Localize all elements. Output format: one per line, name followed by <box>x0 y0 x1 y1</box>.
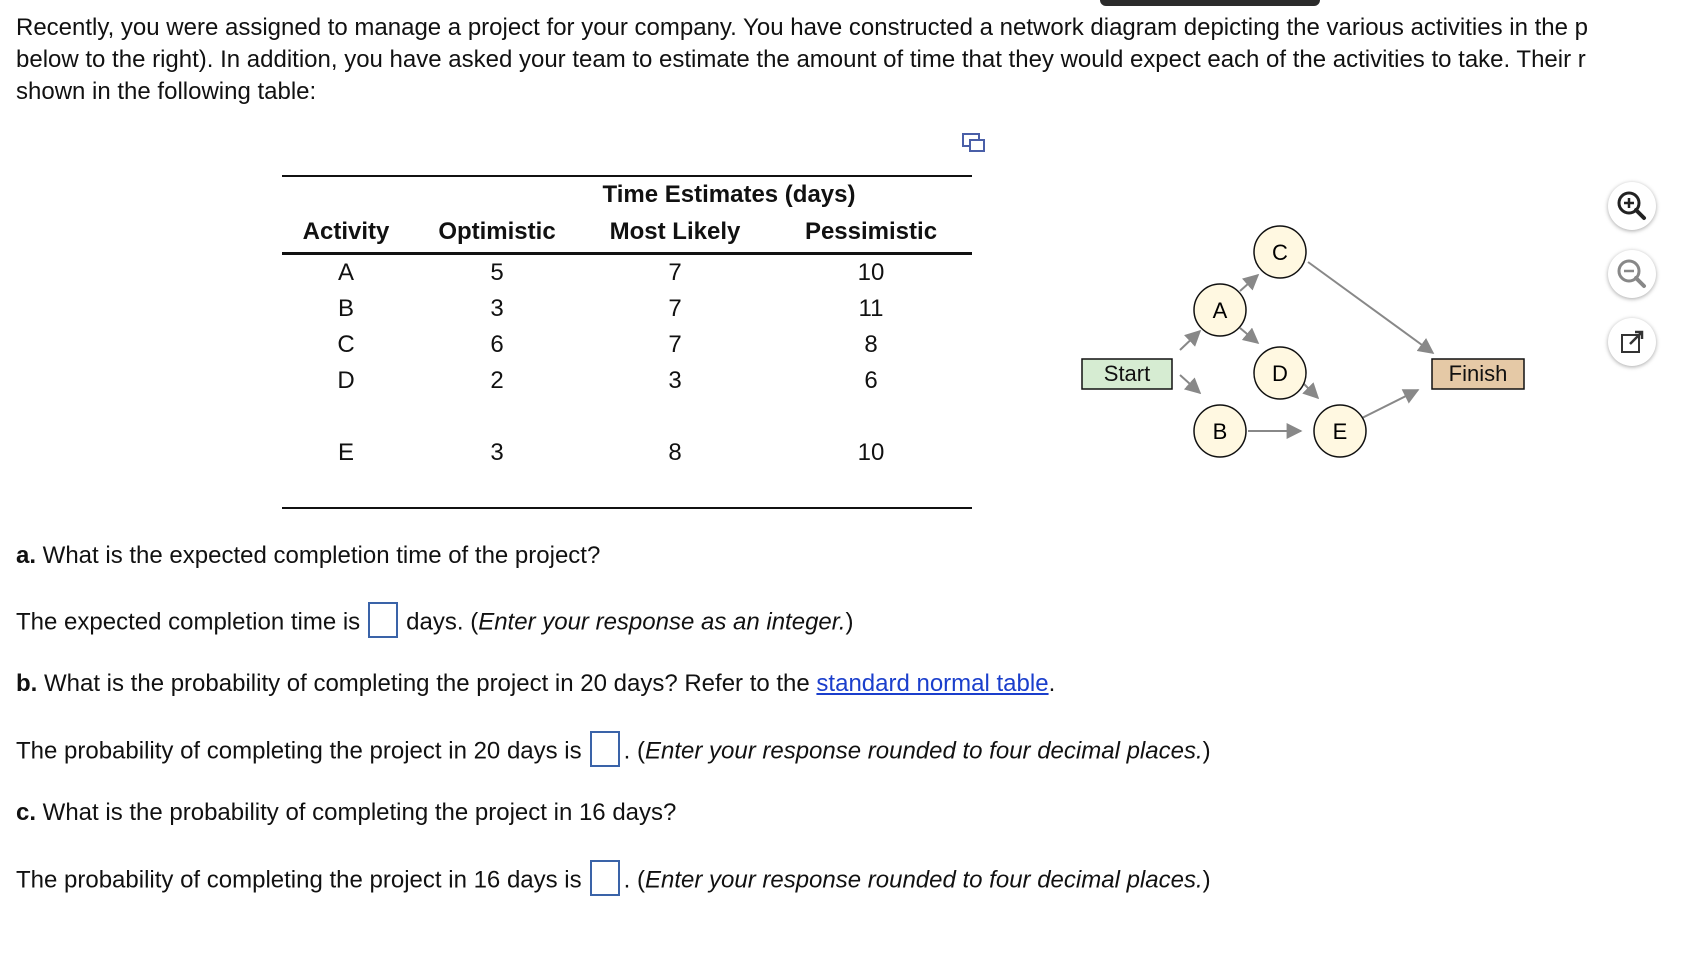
table-header-row: Activity Optimistic Most Likely Pessimis… <box>282 218 972 255</box>
finish-node <box>1431 358 1525 390</box>
cell-optimistic: 3 <box>490 439 504 466</box>
column-header-optimistic: Optimistic <box>438 218 556 245</box>
network-diagram: Start Finish A B C D E <box>1081 225 1525 458</box>
table-row: A 5 7 10 <box>282 259 972 293</box>
column-header-activity: Activity <box>302 218 390 245</box>
cell-optimistic: 3 <box>490 295 504 322</box>
node-e <box>1313 404 1367 458</box>
intro-line-3: shown in the following table: <box>16 78 317 105</box>
top-handle-bar <box>1100 0 1320 6</box>
answer-c-line: The probability of completing the projec… <box>16 860 1211 899</box>
answer-c-dot: . ( <box>623 866 645 894</box>
problem-intro: Recently, you were assigned to manage a … <box>16 12 1708 108</box>
intro-line-1: Recently, you were assigned to manage a … <box>16 14 1588 41</box>
start-label: Start <box>1104 361 1150 386</box>
answer-a-hint: Enter your response as an integer. <box>478 608 846 636</box>
probability-16-days-input[interactable] <box>589 860 620 896</box>
answer-c-close: ) <box>1202 866 1211 894</box>
cell-most-likely: 8 <box>668 439 682 466</box>
cell-activity: C <box>337 331 355 358</box>
answer-b-hint: Enter your response rounded to four deci… <box>644 737 1203 765</box>
cell-pessimistic: 6 <box>864 367 878 394</box>
node-a-label: A <box>1213 298 1228 323</box>
answer-c-hint: Enter your response rounded to four deci… <box>644 866 1203 894</box>
table-row: E 3 8 10 <box>282 439 972 473</box>
cell-most-likely: 7 <box>668 295 682 322</box>
node-c-label: C <box>1272 240 1288 265</box>
node-b-label: B <box>1213 419 1228 444</box>
node-a <box>1193 283 1247 337</box>
zoom-in-icon <box>1617 191 1646 220</box>
cell-pessimistic: 10 <box>857 259 885 286</box>
edge-start-a <box>1179 329 1202 351</box>
answer-b-prefix: The probability of completing the projec… <box>16 737 582 765</box>
edge-a-d <box>1239 327 1260 345</box>
intro-line-2: below to the right). In addition, you ha… <box>16 46 1586 73</box>
answer-b-dot: . ( <box>623 737 645 765</box>
start-node <box>1081 358 1173 390</box>
cell-most-likely: 7 <box>668 259 682 286</box>
popout-icon <box>1621 330 1644 353</box>
question-b-label: b. <box>16 670 38 697</box>
node-c <box>1253 225 1307 279</box>
table-row: D 2 3 6 <box>282 367 972 401</box>
probability-20-days-input[interactable] <box>589 731 620 767</box>
node-b <box>1193 404 1247 458</box>
cell-most-likely: 7 <box>668 331 682 358</box>
copy-table-icon[interactable] <box>962 133 986 153</box>
cell-activity: A <box>337 259 354 286</box>
zoom-out-icon <box>1617 259 1646 288</box>
cell-optimistic: 2 <box>490 367 504 394</box>
column-header-pessimistic: Pessimistic <box>804 218 938 245</box>
edge-start-b <box>1179 374 1202 395</box>
node-e-label: E <box>1333 419 1348 444</box>
zoom-in-button[interactable] <box>1608 182 1656 230</box>
expected-completion-input[interactable] <box>368 602 399 638</box>
cell-activity: D <box>337 367 355 394</box>
node-d <box>1253 346 1307 400</box>
cell-optimistic: 5 <box>490 259 504 286</box>
question-a: a. What is the expected completion time … <box>16 542 600 570</box>
column-header-most-likely: Most Likely <box>609 218 741 245</box>
question-c-text: What is the probability of completing th… <box>36 799 677 826</box>
popout-button[interactable] <box>1608 318 1656 366</box>
cell-activity: E <box>337 439 354 466</box>
answer-b-close: ) <box>1202 737 1211 765</box>
cell-optimistic: 6 <box>490 331 504 358</box>
question-a-text: What is the expected completion time of … <box>36 542 601 569</box>
question-b-text: What is the probability of completing th… <box>37 670 817 697</box>
answer-a-close: ) <box>845 608 854 636</box>
edge-a-c <box>1239 273 1260 292</box>
cell-pessimistic: 10 <box>857 439 885 466</box>
cell-most-likely: 3 <box>668 367 682 394</box>
table-row: C 6 7 8 <box>282 331 972 365</box>
standard-normal-table-link[interactable]: standard normal table <box>816 670 1049 697</box>
question-b-end: . <box>1048 670 1056 697</box>
node-d-label: D <box>1272 361 1288 386</box>
finish-label: Finish <box>1449 361 1508 386</box>
cell-pessimistic: 11 <box>858 295 884 322</box>
cell-pessimistic: 8 <box>864 331 878 358</box>
zoom-out-button[interactable] <box>1608 250 1656 298</box>
question-c-label: c. <box>16 799 37 826</box>
cell-activity: B <box>337 295 354 322</box>
question-a-label: a. <box>16 542 37 569</box>
edge-e-finish <box>1357 389 1420 421</box>
answer-a-suffix: days. ( <box>406 608 479 636</box>
answer-b-line: The probability of completing the projec… <box>16 731 1211 770</box>
question-b: b. What is the probability of completing… <box>16 670 1055 698</box>
answer-a-line: The expected completion time is days. (En… <box>16 602 854 641</box>
time-estimates-table: Time Estimates (days) Activity Optimisti… <box>282 175 972 509</box>
answer-c-prefix: The probability of completing the projec… <box>16 866 582 894</box>
answer-a-prefix: The expected completion time is <box>16 608 361 636</box>
question-c: c. What is the probability of completing… <box>16 799 676 827</box>
edge-c-finish <box>1307 261 1435 354</box>
table-span-header: Time Estimates (days) <box>602 181 856 208</box>
table-row: B 3 7 11 <box>282 295 972 329</box>
